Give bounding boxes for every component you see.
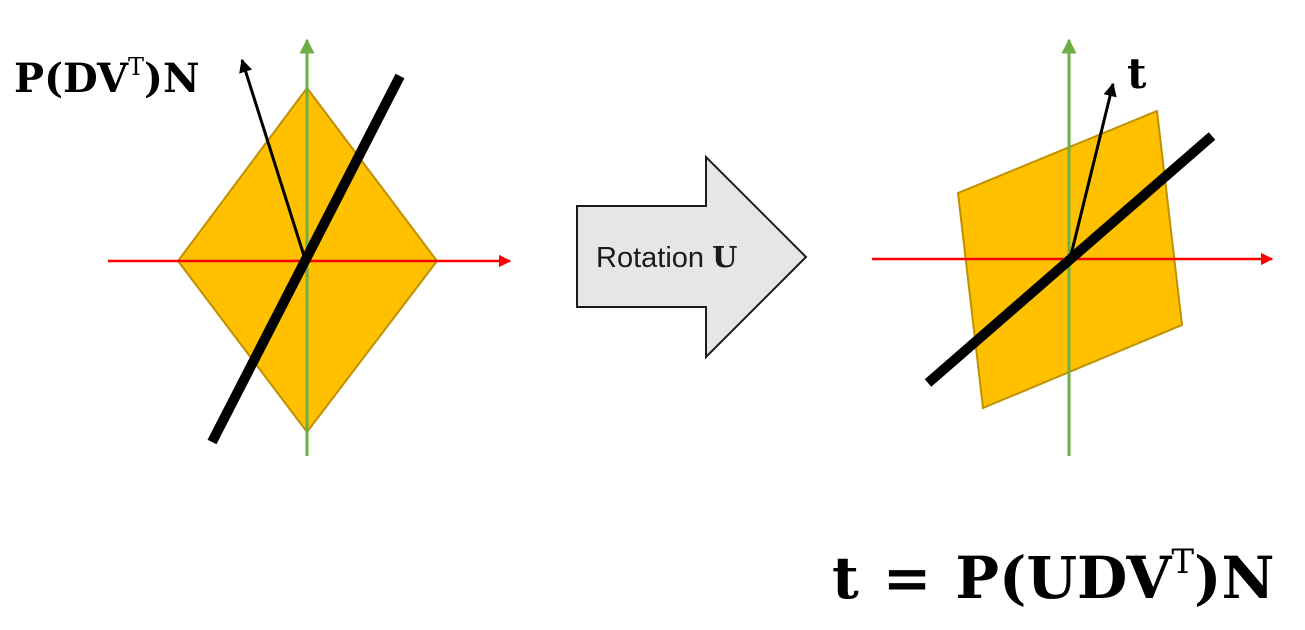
equation-rhs-main: P(UDV	[955, 544, 1172, 612]
left-vector-arrow	[239, 58, 307, 260]
transform-arrow-shape	[576, 154, 808, 360]
transform-arrow-text: Rotation	[596, 242, 712, 274]
right-vector-arrow	[1068, 82, 1117, 260]
equation-rhs-tail: )N	[1194, 544, 1274, 612]
left-panel: P(DVT)N	[14, 38, 512, 456]
equation-equals: =	[883, 544, 932, 612]
right-thick-line	[924, 132, 1216, 387]
left-label-tail: )N	[144, 55, 200, 102]
equation: t = P(UDVT)N	[832, 542, 1274, 612]
right-panel: t	[872, 38, 1274, 456]
left-label-sup: T	[128, 53, 144, 81]
left-label: P(DVT)N	[14, 53, 200, 102]
transform-arrow: Rotation U	[576, 154, 808, 360]
transform-arrow-symbol: U	[712, 240, 737, 274]
equation-text: t = P(UDVT)N	[832, 542, 1274, 612]
left-thick-line	[207, 73, 405, 445]
equation-rhs-sup: T	[1171, 542, 1194, 582]
transform-arrow-label: Rotation U	[596, 240, 737, 274]
equation-lhs: t	[832, 544, 859, 612]
right-vector-label: t	[1127, 49, 1147, 98]
left-label-main: P(DV	[14, 55, 129, 102]
